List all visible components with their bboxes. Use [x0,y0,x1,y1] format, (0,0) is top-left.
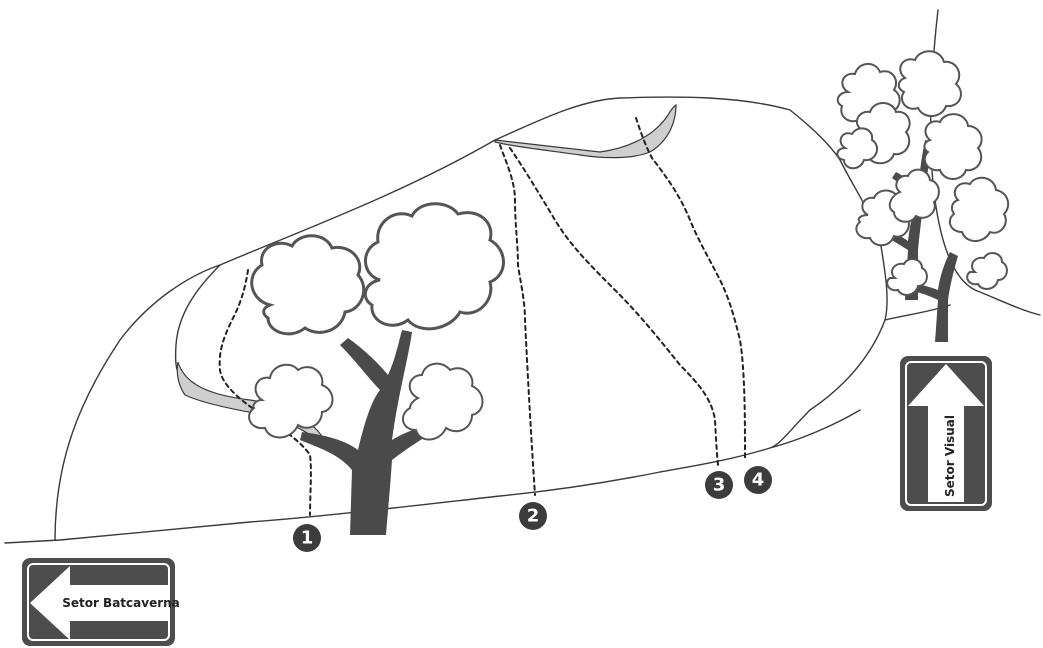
route-number-1: 1 [301,528,314,549]
sign-label-batcaverna: Setor Batcaverna [62,596,180,610]
sign-label-visual: Setor Visual [943,415,957,497]
route-number-4: 4 [752,470,765,491]
route-badge-4: 4 [744,466,772,494]
route-4-line [635,117,746,461]
route-badge-3: 3 [705,471,733,499]
route-3-line [509,147,719,466]
arrow-up-icon [908,364,984,502]
big-tree [248,202,505,535]
route-number-2: 2 [527,506,540,527]
top-ledge [494,103,677,159]
route-number-3: 3 [713,475,726,496]
route-1-line [218,269,312,516]
route-2-line [499,144,536,496]
arrow-left-icon [30,566,168,640]
route-badge-1: 1 [293,524,321,552]
sign-setor-visual[interactable]: Setor Visual [900,356,992,511]
sign-setor-batcaverna[interactable]: Setor Batcaverna [22,558,180,646]
route-badge-2: 2 [519,502,547,530]
left-flake-line [174,264,221,373]
right-tree-cluster [836,50,1010,342]
